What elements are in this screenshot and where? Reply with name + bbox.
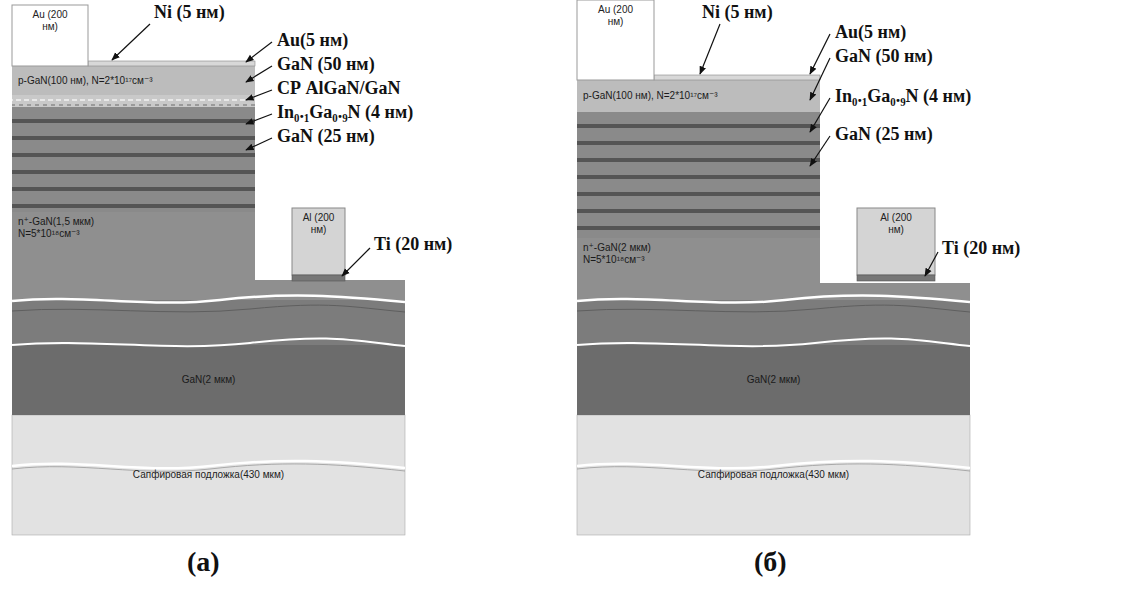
panel-letter: (б) [752, 546, 789, 578]
quantum-well-stripe [577, 192, 820, 196]
layer-callout: GaN (50 нм) [833, 46, 935, 67]
quantum-well-stripe [577, 158, 820, 162]
quantum-well-stripe [12, 119, 255, 123]
layer-callout: In₀.₁Ga₀.₉N (4 нм) [275, 102, 415, 123]
quantum-well-stripe [577, 209, 820, 213]
layer-label: p-GaN(100 нм), N=2*10¹⁷см⁻³ [583, 90, 718, 102]
layer-label: n⁺-GaN(1,5 мкм) N=5*10¹⁸см⁻³ [18, 216, 148, 240]
sapphire-substrate: Сапфировая подложка(430 мкм) [577, 415, 970, 535]
layer-label: GaN(2 мкм) [182, 374, 236, 386]
layer-callout: Ni (5 нм) [152, 2, 227, 23]
aluminium-contact: Al (200 нм) [292, 208, 345, 275]
panel-letter: (а) [185, 546, 222, 578]
gold-contact: Au (200 нм) [12, 5, 88, 66]
layer-label: Сапфировая подложка(430 мкм) [133, 469, 284, 481]
layer-label: p-GaN(100 нм), N=2*10¹⁷см⁻³ [18, 75, 153, 87]
layer-callout: GaN (25 нм) [275, 126, 377, 147]
quantum-well-stripe [12, 187, 255, 191]
layer-label: n⁺-GaN(2 мкм) N=5*10¹⁸см⁻³ [583, 242, 713, 266]
layer-callout: Au(5 нм) [275, 30, 350, 51]
sapphire-substrate: Сапфировая подложка(430 мкм) [12, 415, 405, 535]
layer-callout: GaN (25 нм) [833, 124, 935, 145]
layer-label: Au (200 нм) [24, 9, 76, 33]
aluminium-contact: Al (200 нм) [857, 208, 935, 275]
gan-buffer-layer: GaN(2 мкм) [577, 345, 970, 415]
p-gan-layer: p-GaN(100 нм), N=2*10¹⁷см⁻³ [12, 66, 255, 95]
quantum-well-stripe [577, 175, 820, 179]
quantum-well-stripe [577, 141, 820, 145]
gold-contact: Au (200 нм) [577, 0, 654, 80]
quantum-well-stripe [577, 226, 820, 230]
n-gan-layer: n⁺-GaN(2 мкм) N=5*10¹⁸см⁻³ [577, 238, 820, 283]
layer-label: Al (200 нм) [874, 212, 918, 236]
layer-label: Al (200 нм) [297, 212, 341, 236]
quantum-well-stripe [577, 124, 820, 128]
layer-label: Сапфировая подложка(430 мкм) [698, 469, 849, 481]
layer-callout: GaN (50 нм) [275, 54, 377, 75]
layer-callout: Au(5 нм) [833, 22, 908, 43]
quantum-well-stripe [12, 170, 255, 174]
gan-buffer-layer: GaN(2 мкм) [12, 345, 405, 415]
layer-callout: Ti (20 нм) [372, 234, 454, 255]
layer-callout: Ti (20 нм) [940, 238, 1022, 259]
n-gan-layer: n⁺-GaN(1,5 мкм) N=5*10¹⁸см⁻³ [12, 212, 255, 280]
layer-label: Au (200 нм) [590, 4, 642, 28]
p-gan-layer: p-GaN(100 нм), N=2*10¹⁷см⁻³ [577, 80, 820, 112]
layer-callout: In₀.₁Ga₀.₉N (4 нм) [833, 86, 973, 107]
quantum-well-stripe [12, 153, 255, 157]
layer-callout: Ni (5 нм) [700, 2, 775, 23]
layer-callout: СР AlGaN/GaN [275, 78, 403, 99]
quantum-well-stripe [12, 204, 255, 208]
quantum-well-stripe [12, 136, 255, 140]
layer-label: GaN(2 мкм) [747, 374, 801, 386]
